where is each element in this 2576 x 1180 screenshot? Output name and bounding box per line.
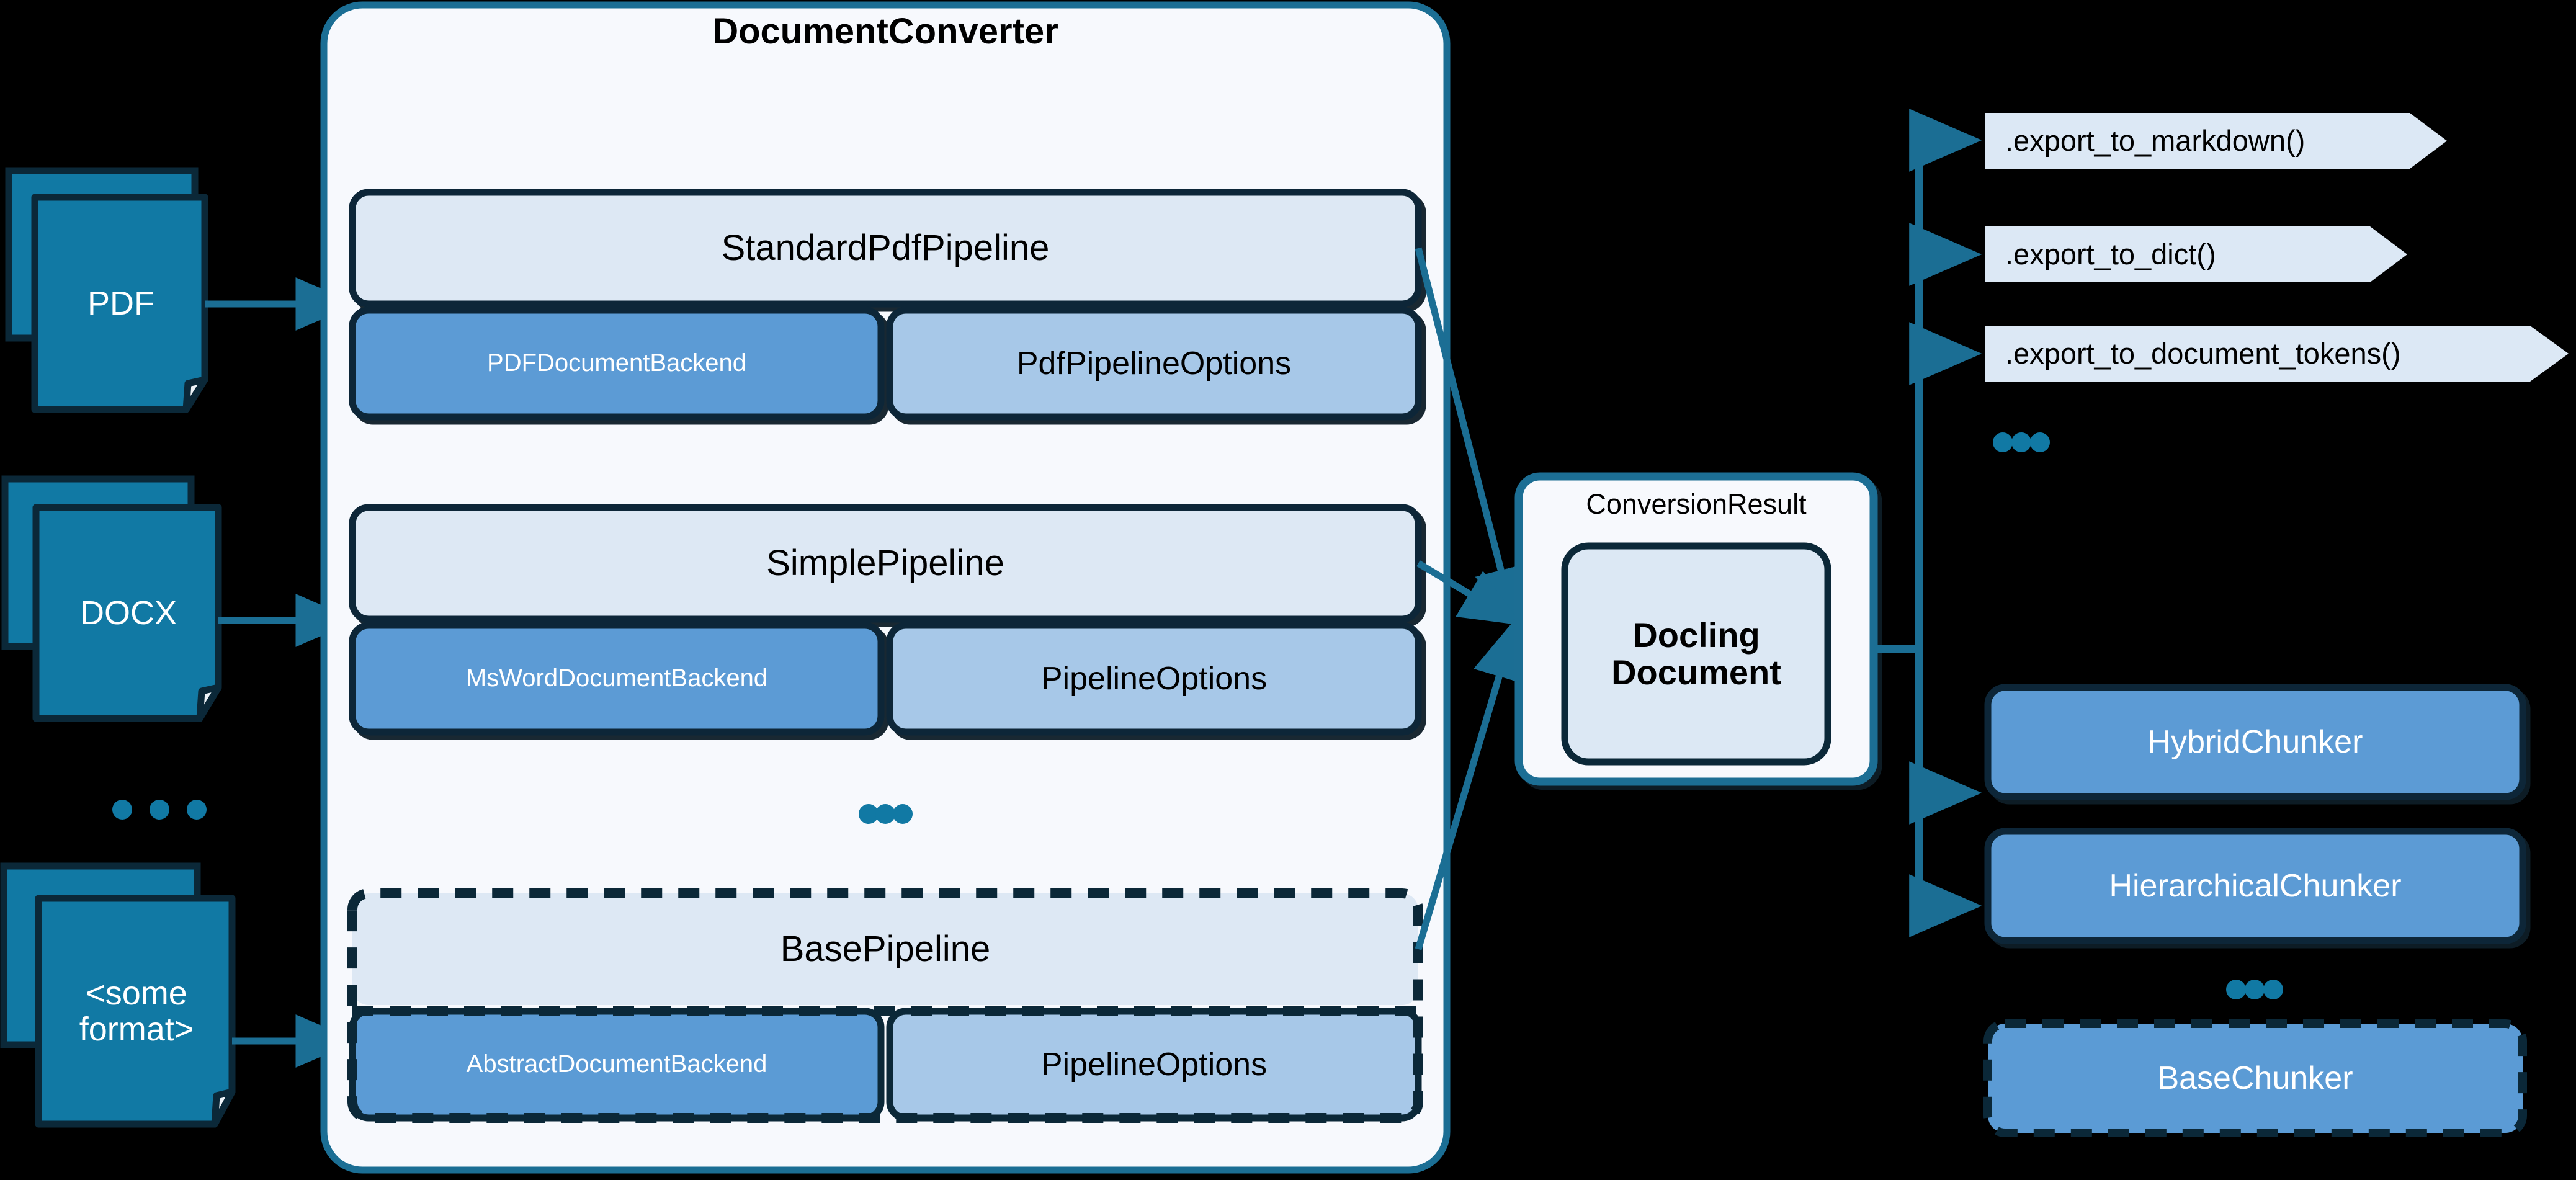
input-label-some-format: <some format> — [79, 974, 194, 1048]
input-icon-docx — [1, 475, 222, 722]
conversion-result-title: ConversionResult — [1586, 488, 1807, 520]
chunker-label-hybridchunker: HybridChunker — [2147, 723, 2363, 760]
chunker-box-basechunker[interactable] — [1983, 1019, 2527, 1137]
chunker-label-basechunker: BaseChunker — [2157, 1060, 2353, 1096]
pipeline-label-standardpdfpipeline: StandardPdfPipeline — [721, 227, 1050, 268]
export-shape-markdown[interactable] — [1985, 113, 2447, 169]
abstract-dashed-outline — [347, 888, 1423, 1123]
pipeline-label-basepipeline: BasePipeline — [780, 928, 991, 969]
docling-document-box[interactable] — [1561, 542, 1831, 766]
pipeline-group-simplepipeline — [349, 504, 1422, 736]
pipeline-to-result-connectors — [1415, 247, 1527, 950]
chunker-label-hierarchicalchunker: HierarchicalChunker — [2109, 867, 2402, 904]
chunker-box-hybridchunker[interactable] — [1984, 684, 2526, 800]
output-tree-connectors — [1874, 109, 1982, 937]
export-label-document-tokens: .export_to_document_tokens() — [2005, 336, 2401, 370]
export-shape-document-tokens[interactable] — [1985, 326, 2569, 382]
input-label-docx: DOCX — [79, 594, 177, 632]
input-icon-pdf — [5, 167, 208, 413]
options-label-pipelineoptions-abstract: PipelineOptions — [1040, 1046, 1268, 1083]
export-shape-dict[interactable] — [1985, 226, 2407, 282]
backend-box-pdfdocumentbackend[interactable] — [349, 306, 885, 421]
options-box-pdfpipelineoptions[interactable] — [886, 306, 1422, 421]
page-title: DocumentConverter — [712, 11, 1058, 51]
export-ellipsis-icon — [1993, 432, 2050, 452]
input-icon-some-format — [0, 862, 236, 1128]
input-ellipsis-icon — [112, 800, 207, 820]
converter-ellipsis-icon — [859, 804, 913, 824]
pipeline-group-standardpdfpipeline — [349, 189, 1422, 421]
options-box-pipelineoptions[interactable] — [886, 622, 1422, 736]
pipeline-box-basepipeline[interactable] — [352, 893, 1418, 1005]
pipeline-group-basepipeline — [347, 888, 1423, 1123]
export-label-markdown: .export_to_markdown() — [2005, 123, 2305, 157]
backend-label-abstractdocumentbackend: AbstractDocumentBackend — [466, 1050, 767, 1078]
chunker-box-hierarchicalchunker[interactable] — [1984, 828, 2526, 944]
export-label-dict: .export_to_dict() — [2005, 237, 2216, 270]
docling-document-label: Docling Document — [1611, 615, 1781, 692]
backend-label-msworddocumentbackend: MsWordDocumentBackend — [465, 664, 768, 692]
chunker-ellipsis-icon — [2226, 980, 2283, 999]
backend-label-pdfdocumentbackend: PDFDocumentBackend — [487, 349, 746, 377]
options-label-pdfpipelineoptions: PdfPipelineOptions — [1016, 345, 1292, 382]
backend-box-msworddocumentbackend[interactable] — [349, 622, 885, 736]
pipeline-label-simplepipeline: SimplePipeline — [766, 542, 1004, 583]
input-label-pdf: PDF — [87, 284, 154, 322]
options-label-pipelineoptions: PipelineOptions — [1040, 660, 1268, 697]
